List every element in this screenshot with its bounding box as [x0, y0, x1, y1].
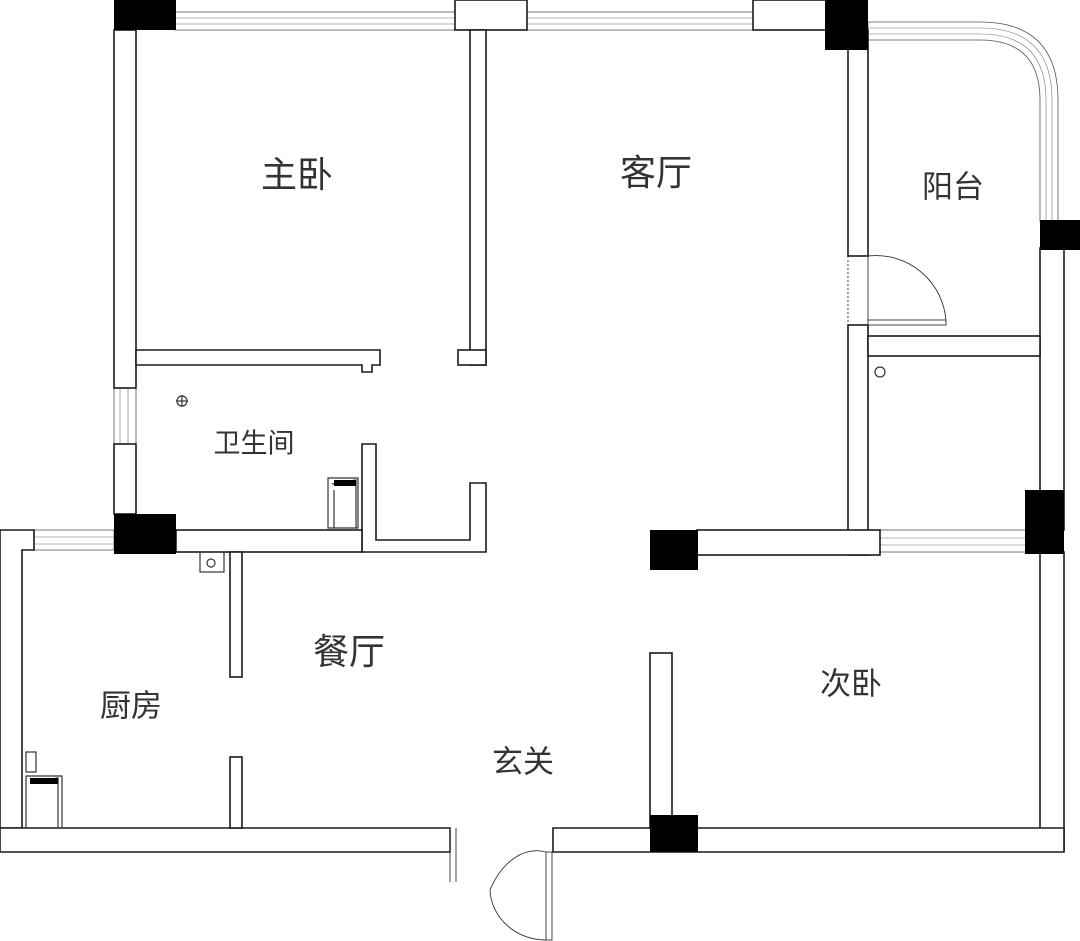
- label-balcony: 阳台: [922, 169, 984, 206]
- window-bathroom: [113, 387, 137, 445]
- label-bathroom: 卫生间: [213, 428, 295, 460]
- window-master-bedroom: [174, 11, 456, 31]
- columns: [114, 0, 1080, 852]
- label-entrance: 玄关: [492, 744, 554, 781]
- label-master-bedroom: 主卧: [260, 155, 334, 196]
- walls: [0, 0, 1065, 853]
- label-kitchen: 厨房: [100, 688, 162, 725]
- window-living-room: [526, 11, 754, 31]
- label-dining-room: 餐厅: [312, 632, 386, 673]
- doors: [449, 255, 947, 941]
- label-living-room: 客厅: [619, 153, 693, 194]
- window-kitchen: [33, 529, 115, 551]
- window-second-bedroom: [879, 529, 1029, 553]
- windows: [33, 11, 1059, 553]
- label-second-bedroom: 次卧: [820, 666, 882, 703]
- fixtures: [25, 366, 886, 829]
